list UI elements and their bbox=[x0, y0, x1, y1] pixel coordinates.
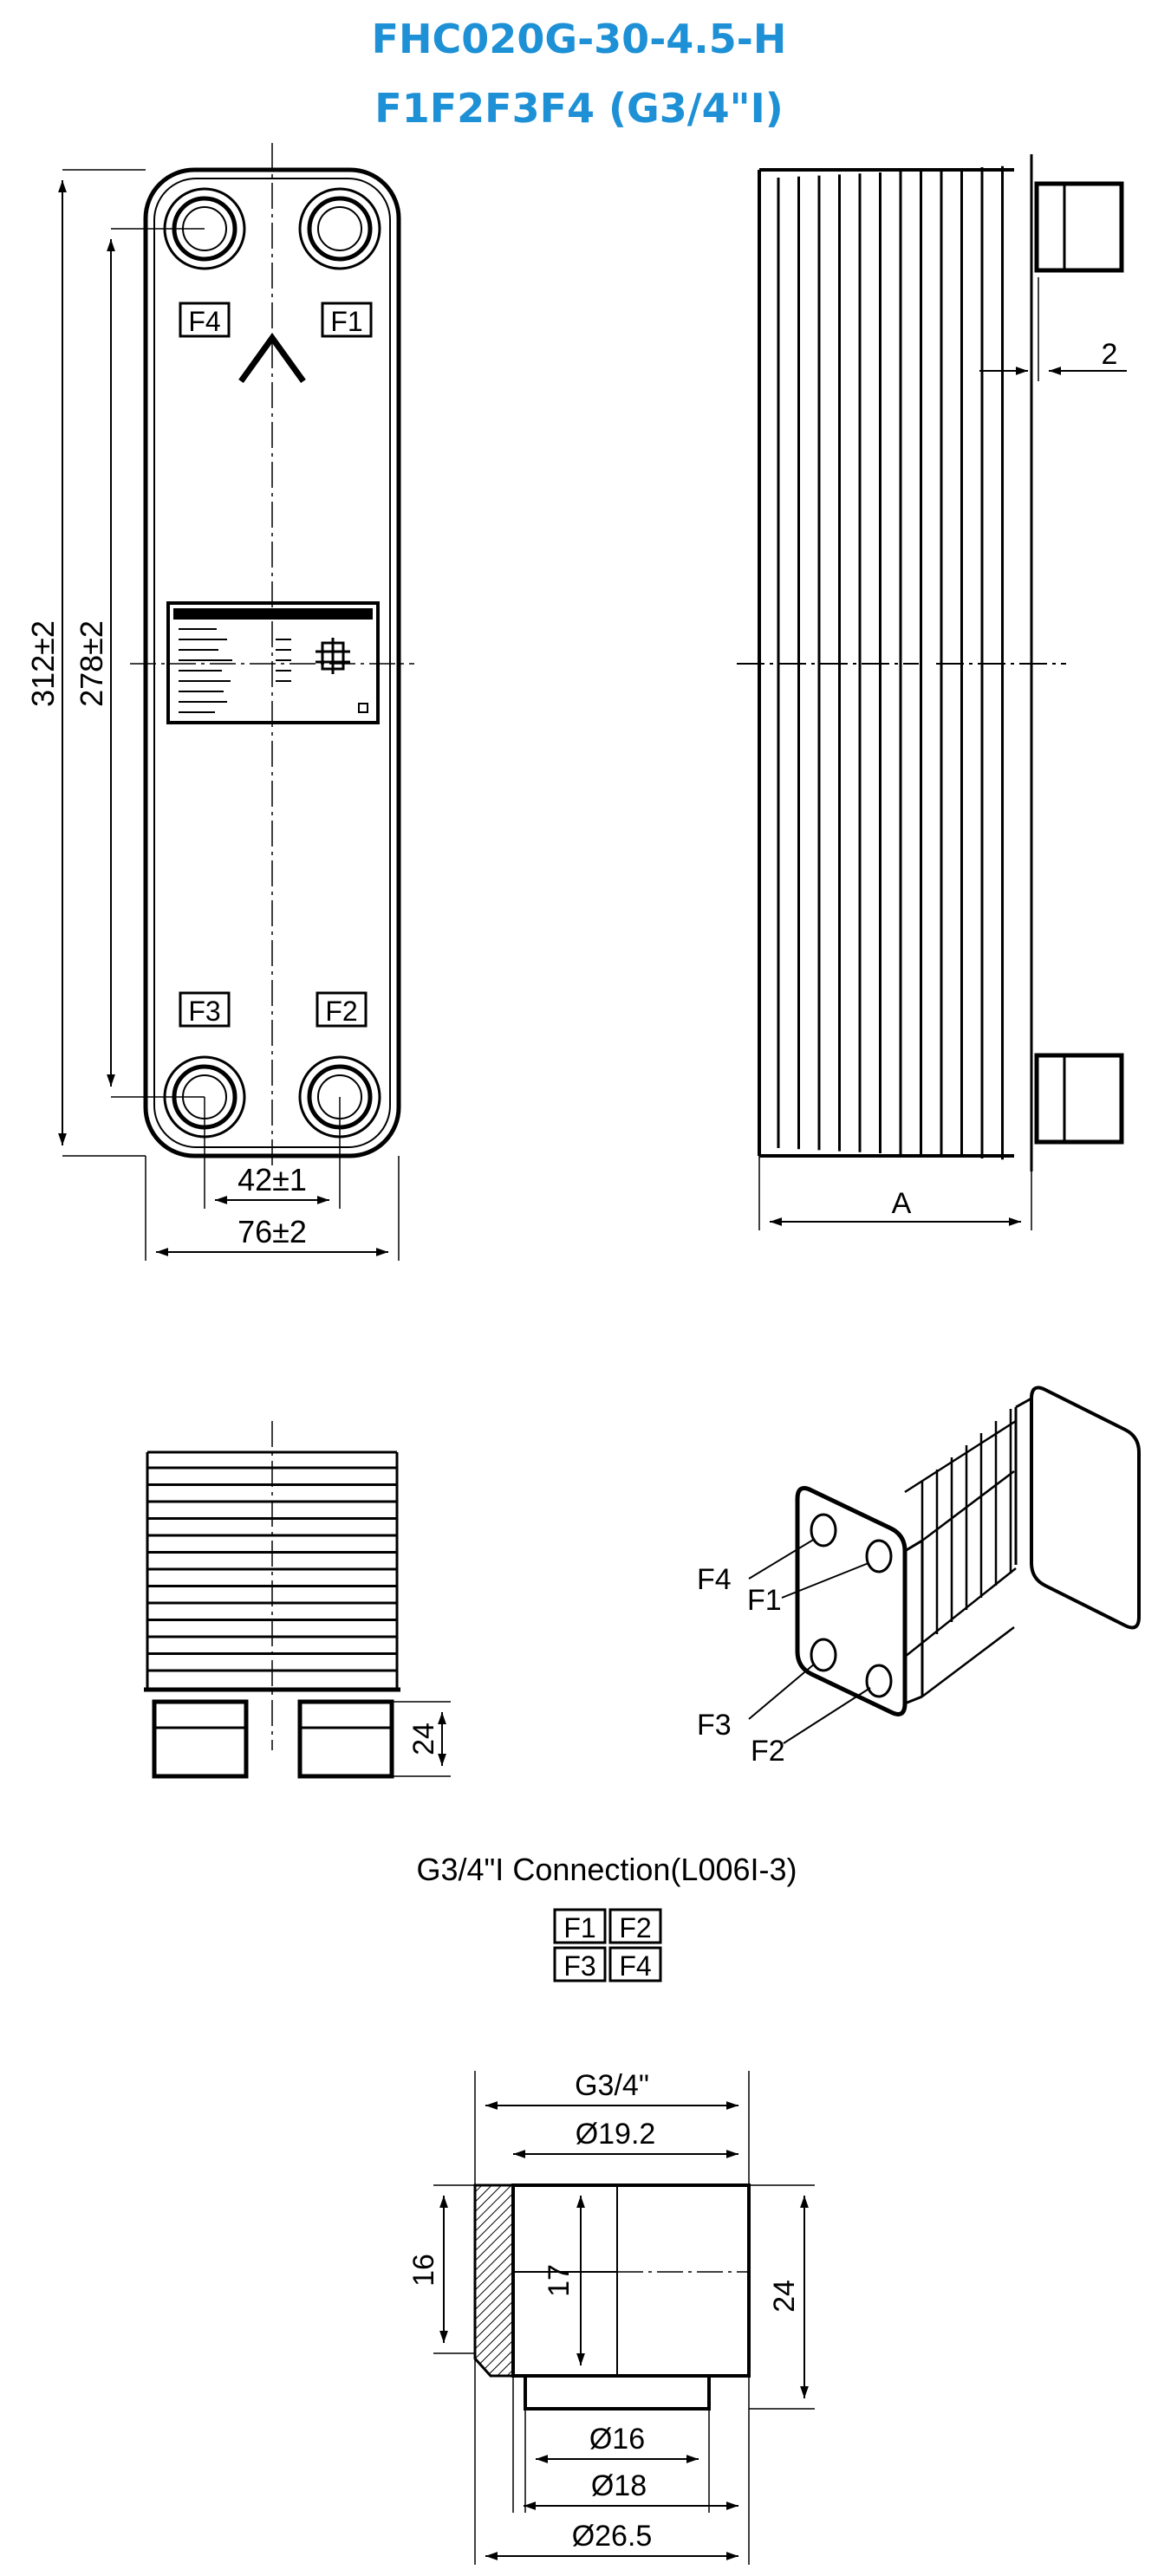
front-view: F4 F1 F3 F2 bbox=[25, 143, 414, 1261]
iso-label-f4: F4 bbox=[697, 1563, 732, 1596]
iso-label-f1: F1 bbox=[747, 1584, 782, 1617]
dim-inner-diameter: Ø16 bbox=[589, 2423, 645, 2456]
label-f3: F3 bbox=[188, 996, 220, 1027]
dim-port-spacing-horizontal: 42±1 bbox=[237, 1162, 307, 1197]
label-f1: F1 bbox=[330, 306, 362, 337]
legend-port-f3: F3 bbox=[563, 1950, 595, 1982]
label-f4: F4 bbox=[188, 306, 220, 337]
drawing-subtitle: F1F2F3F4 (G3/4"I) bbox=[374, 85, 784, 132]
iso-label-f2: F2 bbox=[751, 1735, 785, 1768]
dim-bore-depth: 17 bbox=[543, 2264, 576, 2297]
dim-bore: Ø19.2 bbox=[576, 2118, 656, 2151]
legend-port-f1: F1 bbox=[563, 1912, 595, 1943]
connection-title: G3/4"I Connection(L006I-3) bbox=[416, 1852, 797, 1887]
legend-port-f2: F2 bbox=[619, 1912, 651, 1943]
bottom-connection-left bbox=[152, 1699, 249, 1779]
dim-thread-depth: 16 bbox=[407, 2254, 440, 2287]
dim-height: 24 bbox=[768, 2280, 801, 2313]
dim-thread: G3/4" bbox=[575, 2069, 649, 2102]
legend-port-f4: F4 bbox=[619, 1950, 651, 1982]
port-top-right bbox=[298, 187, 381, 270]
side-plate-lines bbox=[777, 165, 1004, 1160]
side-connection-top bbox=[1034, 181, 1124, 273]
dim-total-height: 312±2 bbox=[25, 620, 61, 707]
dim-total-width: 76±2 bbox=[237, 1214, 307, 1249]
connection-section: G3/4" Ø19.2 16 17 24 Ø16 Ø18 Ø26.5 bbox=[407, 2069, 815, 2565]
dim-port-spacing-vertical: 278±2 bbox=[74, 620, 109, 707]
bottom-connection-right bbox=[297, 1699, 394, 1779]
iso-plate-edge bbox=[921, 1626, 1015, 1697]
flow-direction-arrow-icon bbox=[238, 333, 306, 384]
dim-offset: 2 bbox=[1102, 338, 1118, 371]
isometric-view: F4 F1 F3 F2 bbox=[697, 1385, 1141, 1768]
side-connection-bottom bbox=[1034, 1053, 1124, 1145]
drawing-title: FHC020G-30-4.5-H bbox=[371, 16, 787, 62]
label-f2: F2 bbox=[325, 996, 357, 1027]
iso-plate-edge bbox=[904, 1419, 1017, 1494]
dim-neck-diameter: Ø18 bbox=[591, 2469, 647, 2502]
dim-pack-length: A bbox=[892, 1187, 912, 1220]
dim-outer-diameter: Ø26.5 bbox=[572, 2520, 653, 2553]
bottom-view: 24 bbox=[144, 1421, 451, 1779]
connection-legend: G3/4"I Connection(L006I-3) F1 F2 F3 F4 bbox=[416, 1852, 797, 1982]
iso-plate-edge bbox=[921, 1470, 1015, 1541]
connection-neck bbox=[524, 2374, 711, 2411]
iso-back-plate bbox=[1030, 1385, 1141, 1630]
dim-connection-height: 24 bbox=[407, 1723, 440, 1755]
iso-label-f3: F3 bbox=[697, 1709, 732, 1742]
nameplate-icon bbox=[166, 601, 380, 724]
thread-hatch bbox=[473, 2183, 515, 2378]
side-view: 2 A bbox=[737, 154, 1127, 1230]
bottom-fin-lines bbox=[147, 1466, 397, 1672]
